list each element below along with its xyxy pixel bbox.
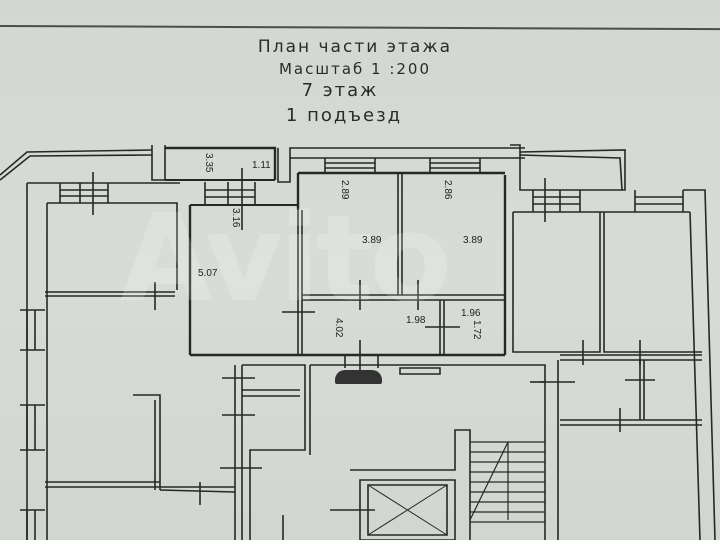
plan-scale: Масштаб 1 :200 <box>278 60 432 78</box>
room-mid-b-length-label: 3.89 <box>463 235 483 246</box>
hall-length-label: 1.98 <box>406 315 426 326</box>
entrance-number: 1 подъезд <box>285 105 403 126</box>
hall-width-label: 4.02 <box>333 318 344 338</box>
bath-width-label: 1.72 <box>471 320 482 340</box>
room-left-length-label: 5.07 <box>198 268 218 279</box>
room-mid-b-width-label: 2.86 <box>442 180 453 200</box>
storage-length-label: 1.11 <box>252 160 271 171</box>
room-mid-a-length-label: 3.89 <box>362 235 382 246</box>
floor-number: 7 этаж <box>301 80 379 101</box>
plan-title: План части этажа <box>257 37 453 57</box>
entrance-door-icon <box>335 370 382 384</box>
room-left-width-label: 3.16 <box>230 208 241 228</box>
room-mid-a-width-label: 2.89 <box>339 180 350 200</box>
bath-length-label: 1.96 <box>461 308 481 319</box>
storage-width-label: 3.35 <box>203 153 214 173</box>
